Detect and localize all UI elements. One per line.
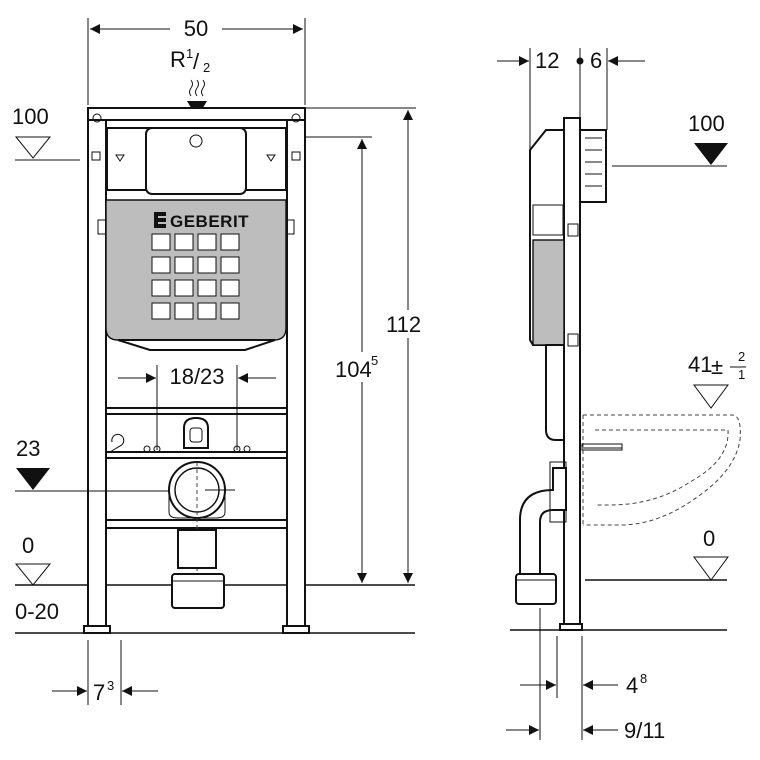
right-foot xyxy=(282,625,310,634)
water-inlet-connector xyxy=(183,416,209,449)
level-marker-0-side: 0 xyxy=(693,526,729,581)
left-foot xyxy=(83,625,111,634)
flush-pipe xyxy=(545,344,565,441)
level-triangle-icon xyxy=(693,556,729,581)
level-100-label: 100 xyxy=(12,104,49,129)
level-marker-0-front: 0 xyxy=(14,533,52,586)
drain-offset-sup: 8 xyxy=(640,671,647,686)
flush-plate-grid xyxy=(151,233,240,320)
supply-connection-label: R 1 / 2 xyxy=(170,46,210,118)
drain-pipe xyxy=(177,529,217,569)
level-filled-triangle-icon xyxy=(16,468,50,490)
seat-height-label: 41 xyxy=(688,352,712,377)
level-filled-triangle-icon xyxy=(694,143,728,165)
front-view: 50 R 1 / 2 100 xyxy=(12,16,435,705)
dimension-depth-range: 9/11 xyxy=(506,718,665,743)
cross-rail-middle xyxy=(105,451,288,459)
supply-sup: 1 xyxy=(186,46,193,61)
seat-height-tol-minus: 1 xyxy=(738,367,745,382)
level-marker-41: 41 ± 2 1 xyxy=(688,349,746,409)
side-drain-socket xyxy=(515,573,557,605)
dimension-height-112: 112 xyxy=(306,107,435,583)
supply-sub: 2 xyxy=(203,60,210,75)
floor-adjust-label: 0-20 xyxy=(15,599,59,624)
width-label: 50 xyxy=(184,16,208,41)
side-view: 12 6 100 xyxy=(497,48,746,743)
frame-right-upright xyxy=(286,107,306,632)
water-wave-icon xyxy=(189,79,193,97)
height-top-label: 112 xyxy=(386,312,421,337)
supply-slash: / xyxy=(193,49,200,74)
seat-height-tol-plus: 2 xyxy=(738,349,745,364)
supply-r: R xyxy=(170,47,186,72)
fixing-spacing-label: 18/23 xyxy=(169,364,224,389)
side-cover-plate xyxy=(532,239,565,346)
level-triangle-icon xyxy=(14,563,52,586)
flush-valve-housing xyxy=(145,127,247,195)
side-frame-upright xyxy=(563,117,581,631)
supply-pipe-block xyxy=(579,129,607,203)
level-triangle-icon xyxy=(14,136,52,159)
dimension-foot-7: 7 3 xyxy=(52,640,158,705)
drain-socket xyxy=(171,573,225,609)
drain-bend xyxy=(168,461,235,580)
geberit-logo: GEBERIT xyxy=(154,212,249,231)
level-23-label: 23 xyxy=(16,436,40,461)
level-marker-23: 23 xyxy=(15,436,180,492)
dimension-depth-top: 12 6 xyxy=(497,48,645,155)
level-marker-100-left: 100 xyxy=(12,104,80,161)
foot-width-label: 7 xyxy=(93,680,105,705)
dimension-width-50: 50 xyxy=(87,16,306,105)
depth-range-label: 9/11 xyxy=(624,718,665,743)
brand-text: GEBERIT xyxy=(170,212,249,231)
side-drain-bend xyxy=(519,467,567,579)
drain-offset-label: 4 xyxy=(626,673,638,698)
cross-rail-upper xyxy=(105,407,288,415)
level-0-label: 0 xyxy=(22,533,34,558)
frame-top-rail xyxy=(87,107,306,121)
dimension-height-104: 104 5 xyxy=(306,136,384,586)
wc-pan-outline xyxy=(581,414,741,526)
frame-left-upright xyxy=(87,107,107,632)
height-inner-label: 104 xyxy=(335,357,372,382)
dimension-fixing-spacing: 18/23 xyxy=(118,362,276,450)
seat-height-pm: ± xyxy=(711,354,723,379)
depth-left-label: 12 xyxy=(535,48,559,73)
height-inner-sup: 5 xyxy=(371,353,378,368)
side-level-0-label: 0 xyxy=(703,526,715,551)
dimension-drain-offset: 4 8 xyxy=(520,608,647,740)
level-100-right-label: 100 xyxy=(688,111,725,136)
level-triangle-icon xyxy=(693,384,729,409)
foot-width-sup: 3 xyxy=(107,678,114,693)
level-marker-100-right: 100 xyxy=(612,111,728,167)
depth-right-label: 6 xyxy=(590,48,602,73)
